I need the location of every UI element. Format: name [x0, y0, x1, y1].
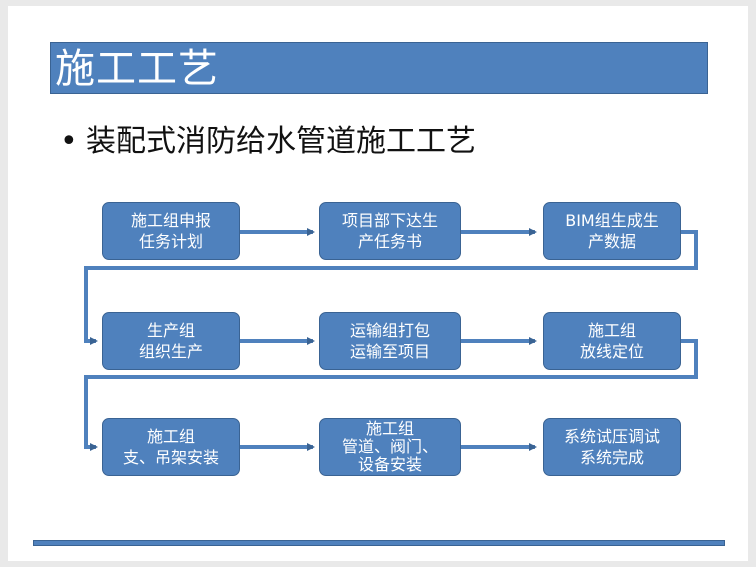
step-1-line-2: 任务计划 — [138, 232, 203, 251]
step-box-4: 生产组 组织生产 — [102, 312, 240, 370]
step-3-line-2: 产数据 — [587, 232, 636, 251]
step-8-line-1: 施工组 — [365, 419, 414, 438]
step-box-1: 施工组申报 任务计划 — [102, 202, 240, 260]
slide: 施工工艺 •装配式消防给水管道施工工艺 施工组申报 任务计划 — [8, 6, 748, 561]
step-box-3: BIM组生成生 产数据 — [543, 202, 681, 260]
step-8-line-2: 管道、阀门、 — [341, 437, 438, 456]
footer-bar — [33, 540, 725, 546]
step-box-9: 系统试压调试 系统完成 — [543, 418, 681, 476]
step-2-line-2: 产任务书 — [357, 232, 422, 251]
connector-row1-row2 — [84, 230, 698, 345]
step-2-line-1: 项目部下达生 — [341, 211, 438, 230]
step-6-line-2: 放线定位 — [579, 342, 644, 361]
step-8-line-3: 设备安装 — [357, 455, 422, 474]
step-5-line-1: 运输组打包 — [349, 321, 430, 340]
step-6-line-1: 施工组 — [587, 321, 636, 340]
connector-row2-row3 — [84, 339, 698, 451]
slide-title: 施工工艺 — [55, 46, 219, 92]
bullet-item: •装配式消防给水管道施工工艺 — [60, 116, 476, 160]
step-4-line-2: 组织生产 — [138, 342, 203, 361]
step-9-line-1: 系统试压调试 — [563, 427, 660, 446]
step-box-6: 施工组 放线定位 — [543, 312, 681, 370]
step-7-line-1: 施工组 — [146, 427, 195, 446]
step-9-line-2: 系统完成 — [579, 448, 644, 467]
step-box-5: 运输组打包 运输至项目 — [319, 312, 461, 370]
step-5-line-2: 运输至项目 — [349, 342, 430, 361]
step-1-line-1: 施工组申报 — [130, 211, 211, 230]
step-box-2: 项目部下达生 产任务书 — [319, 202, 461, 260]
step-3-line-1: BIM组生成生 — [565, 211, 659, 230]
bullet-dot: • — [60, 124, 78, 159]
step-7-line-2: 支、吊架安装 — [122, 448, 219, 467]
title-bar: 施工工艺 — [50, 42, 708, 94]
step-box-8: 施工组 管道、阀门、 设备安装 — [319, 418, 461, 476]
step-4-line-1: 生产组 — [146, 321, 195, 340]
bullet-text: 装配式消防给水管道施工工艺 — [86, 124, 476, 159]
flow-connectors — [84, 228, 698, 451]
step-box-7: 施工组 支、吊架安装 — [102, 418, 240, 476]
